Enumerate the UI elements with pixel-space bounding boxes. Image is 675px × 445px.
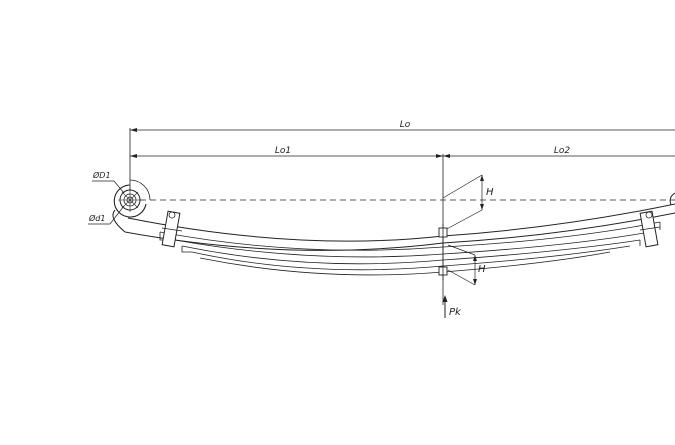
- right-eye-partial: [669, 192, 675, 206]
- lower-deflection-label: H: [478, 264, 486, 275]
- main-leaf: [127, 203, 675, 242]
- rear-segment-label: Lo2: [554, 146, 571, 156]
- upper-deflection-label: H: [486, 187, 494, 198]
- eye-outer-diameter-label: ØD1: [92, 170, 111, 180]
- left-rebound-clip: [161, 210, 183, 248]
- load-label: Pk: [449, 307, 462, 318]
- left-spring-eye: [112, 179, 151, 233]
- overall-length-label: Lo: [400, 120, 411, 130]
- eye-outer-diameter-callout: ØD1: [92, 170, 125, 194]
- segment-dimensions: Lo1 Lo2: [130, 146, 675, 305]
- load-arrow: Pk: [442, 295, 462, 318]
- eye-inner-diameter-callout: Ød1: [88, 205, 125, 225]
- upper-deflection-dimension: H: [442, 174, 494, 232]
- spring-leaves: [124, 203, 675, 276]
- overall-length-dimension: Lo: [129, 120, 675, 200]
- eye-inner-diameter-label: Ød1: [88, 213, 105, 223]
- center-bolt: [438, 224, 448, 280]
- front-segment-label: Lo1: [275, 146, 291, 156]
- right-rebound-clip: [639, 210, 661, 248]
